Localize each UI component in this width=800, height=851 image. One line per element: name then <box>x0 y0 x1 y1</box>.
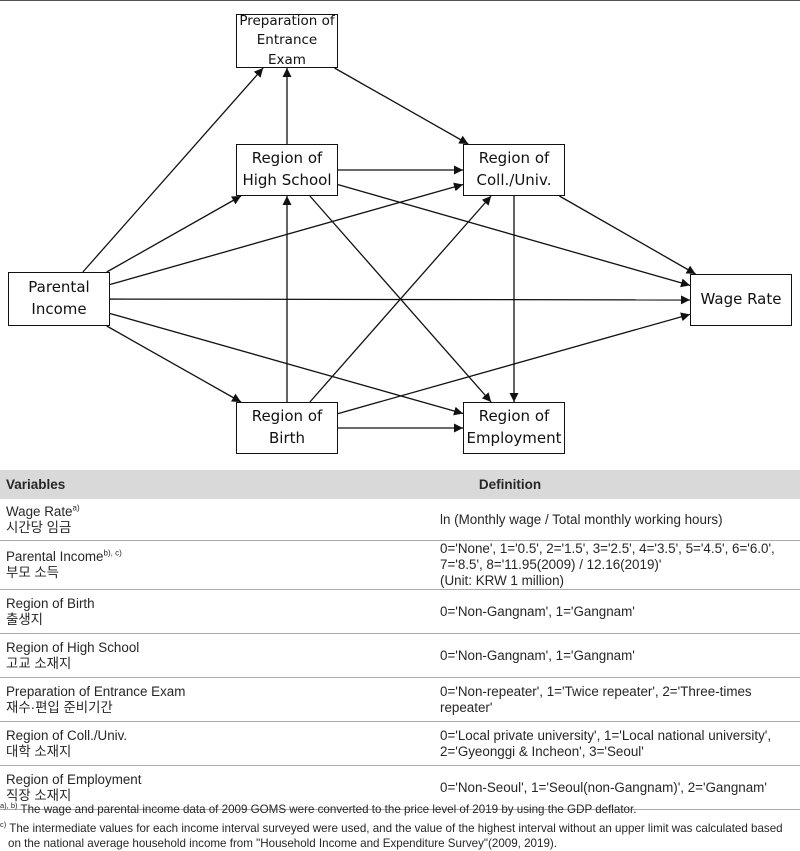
footnote-ref: a) <box>72 503 80 513</box>
node-region-of-coll-univ: Region of Coll./Univ. <box>463 144 565 196</box>
footnote-ref: b), c) <box>103 548 122 558</box>
path-diagram: Preparation of Entrance Exam Region of Hig… <box>8 12 792 454</box>
column-header-definition: Definition <box>220 470 800 499</box>
definition-cell: 0='Non-Gangnam', 1='Gangnam' <box>220 633 800 678</box>
variable-name: Region of High School <box>6 639 140 655</box>
footnotes: a), b) The wage and parental income data… <box>0 798 800 851</box>
node-label-line: Preparation of <box>239 12 335 29</box>
definition-text: 0='Non-Seoul', 1='Seoul(non-Gangnam)', 2… <box>440 779 767 795</box>
node-label-line: High School <box>242 171 332 189</box>
node-region-of-employment: Region of Employment <box>463 402 565 454</box>
variable-name-korean: 부모 소득 <box>6 565 59 580</box>
edge-prep-to-coll <box>334 67 469 145</box>
edge-parent-to-birth <box>106 325 242 403</box>
node-label-line: Region of <box>478 149 550 168</box>
variable-name: Region of Coll./Univ. <box>6 727 128 743</box>
edges-layer <box>82 67 696 433</box>
variable-name-korean: 재수·편입 준비기간 <box>6 699 113 715</box>
footnote-text: The intermediate values for each income … <box>9 821 783 835</box>
footnote-c-continued: on the national average household income… <box>8 836 557 850</box>
footnote-c: c) The intermediate values for each inco… <box>0 817 800 836</box>
edge-parent-to-prep <box>82 67 264 273</box>
definition-cell: 0='Non-Gangnam', 1='Gangnam' <box>220 589 800 634</box>
definition-cell: ln (Monthly wage / Total monthly working… <box>220 499 800 541</box>
definition-text: 0='None', 1='0.5', 2='1.5', 3='2.5', 4='… <box>440 541 775 572</box>
variable-name-korean: 출생지 <box>6 611 43 627</box>
variable-cell: Region of Coll./Univ.대학 소재지 <box>0 721 220 766</box>
variable-name-korean: 고교 소재지 <box>6 655 72 671</box>
node-label-line: Region of <box>251 149 323 168</box>
edge-parent-to-hs <box>106 195 242 273</box>
variable-name-korean: 직장 소재지 <box>6 787 72 803</box>
node-label-line: Entrance Exam <box>256 32 318 68</box>
definition-cell: 0='Local private university', 1='Local n… <box>220 721 800 766</box>
definition-text: 0='Non-repeater', 1='Twice repeater', 2=… <box>440 683 752 715</box>
variable-cell: Wage Ratea)시간당 임금 <box>0 499 220 541</box>
footnote-ab: a), b) The wage and parental income data… <box>0 798 800 817</box>
definition-cell: 0='Non-Seoul', 1='Seoul(non-Gangnam)', 2… <box>220 765 800 810</box>
node-label-line: Wage Rate <box>700 290 782 309</box>
node-label-line: Coll./Univ. <box>476 171 552 189</box>
node-wage-rate: Wage Rate <box>690 274 792 326</box>
variable-name-korean: 시간당 임금 <box>6 519 72 535</box>
footnote-mark: a), b) <box>0 801 18 810</box>
table-row: Wage Ratea)시간당 임금 ln (Monthly wage / Tot… <box>0 499 800 541</box>
definition-text: 0='Local private university', 1='Local n… <box>440 727 772 759</box>
definition-cell: 0='None', 1='0.5', 2='1.5', 3='2.5', 4='… <box>220 540 800 590</box>
table-header-row: Variables Definition <box>0 470 800 499</box>
definition-text: 0='Non-Gangnam', 1='Gangnam' <box>440 603 635 619</box>
variable-name: Region of Birth <box>6 595 95 611</box>
node-label-line: Employment <box>466 429 562 447</box>
variable-name: Wage Rate <box>6 503 73 519</box>
node-label-line: Region of <box>251 407 323 426</box>
definition-text: ln (Monthly wage / Total monthly working… <box>440 511 723 527</box>
edge-birth-to-wage <box>337 312 691 415</box>
node-label-line: Region of <box>478 407 550 426</box>
node-label-line: Parental <box>28 278 90 297</box>
footnote-text: The wage and parental income data of 200… <box>20 802 637 816</box>
column-header-variables: Variables <box>0 470 220 499</box>
footnote-mark: c) <box>0 819 7 829</box>
variables-definition-table: Variables Definition Wage Ratea)시간당 임금 l… <box>0 470 800 810</box>
top-border <box>0 0 800 1</box>
node-preparation-of-entrance-exam: Preparation of Entrance Exam <box>236 12 338 68</box>
definition-text: 0='Non-Gangnam', 1='Gangnam' <box>440 647 635 663</box>
variable-cell: Parental Incomeb), c) 부모 소득 <box>0 540 220 590</box>
node-region-of-high-school: Region of High School <box>236 144 338 196</box>
variable-name-korean: 대학 소재지 <box>6 743 72 759</box>
table-row: Parental Incomeb), c) 부모 소득 0='None', 1='… <box>0 540 800 590</box>
definition-text: (Unit: KRW 1 million) <box>440 573 565 588</box>
edge-coll-to-wage <box>559 195 696 275</box>
variable-name: Parental Income <box>6 549 104 564</box>
variable-name: Preparation of Entrance Exam <box>6 683 186 699</box>
definition-cell: 0='Non-repeater', 1='Twice repeater', 2=… <box>220 677 800 722</box>
variable-name: Region of Employment <box>6 771 142 787</box>
table-row: Region of Coll./Univ.대학 소재지 0='Local pri… <box>0 721 800 766</box>
edge-birth-to-coll <box>309 195 492 403</box>
node-label-line: Birth <box>268 429 305 447</box>
node-label-line: Income <box>31 300 87 318</box>
node-region-of-birth: Region of Birth <box>236 402 338 454</box>
